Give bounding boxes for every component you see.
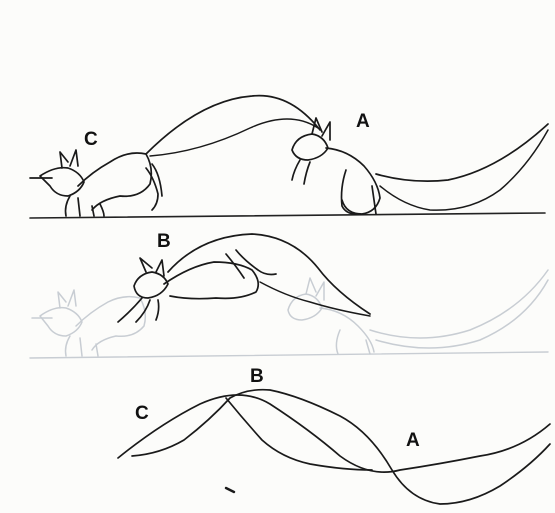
squirrel-b-hind-leg	[226, 250, 276, 278]
label-a-panel-3: A	[406, 431, 420, 450]
label-c-panel-1: C	[84, 130, 98, 149]
panel-2	[30, 234, 548, 358]
squirrel-c-head	[40, 168, 84, 196]
squirrel-c-ear	[60, 150, 78, 168]
label-b-panel-3: B	[250, 367, 264, 386]
squirrel-a-arm	[292, 160, 310, 184]
squirrel-b-front-legs	[118, 298, 159, 322]
tail-path-cross	[226, 398, 372, 470]
squirrel-c-pose	[30, 150, 162, 216]
squirrel-a-pose	[292, 118, 380, 214]
label-c-panel-3: C	[135, 404, 149, 423]
panel-1	[30, 96, 548, 218]
ghost-squirrel-c	[32, 290, 145, 356]
squirrel-c-legs	[66, 196, 105, 216]
squirrel-a-head	[292, 134, 328, 160]
squirrel-b-body	[164, 262, 258, 299]
ground-line-2	[30, 352, 548, 358]
tail-b-lower	[260, 282, 370, 316]
stray-mark	[226, 488, 234, 492]
squirrel-b-pose	[118, 250, 276, 322]
label-a-panel-1: A	[356, 112, 370, 131]
ghost-squirrel-a	[288, 270, 548, 354]
tail-a-inner	[380, 130, 548, 210]
squirrel-c-body	[78, 153, 151, 210]
label-b-panel-2: B	[157, 232, 171, 251]
tail-path-c	[118, 395, 550, 472]
ground-line-1	[30, 213, 545, 218]
squirrel-b-ear	[140, 258, 164, 276]
squirrel-a-body	[326, 148, 380, 214]
tail-a-outer	[376, 124, 548, 181]
squirrel-b-head	[134, 272, 168, 298]
panel-3	[118, 390, 550, 504]
